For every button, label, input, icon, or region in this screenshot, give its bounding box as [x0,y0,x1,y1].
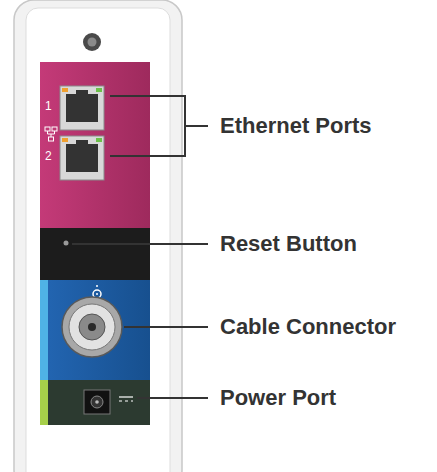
port-number: 1 [45,100,52,113]
callout-label: Power Port [220,386,336,410]
callout-label: Ethernet Ports [220,114,372,138]
housing-face [26,8,170,472]
power-panel [40,380,150,425]
leader-line [185,125,208,127]
bracket [110,96,185,156]
port-number: 2 [45,150,52,163]
leader-line [124,326,208,328]
ethernet-panel [40,62,150,228]
housing [14,0,182,472]
screw-center [88,38,97,47]
power-stripe [40,380,48,425]
callout-label: Cable Connector [220,315,396,339]
leader-line [72,243,208,245]
reset-hole [64,241,69,246]
cable-panel [40,280,150,380]
ethernet-port [60,136,104,180]
callout-label: Reset Button [220,232,357,256]
ethernet-port [60,86,104,130]
power-jack [84,390,110,414]
leader-line [137,397,208,399]
network-icon [45,127,57,141]
coax-icon [93,285,101,298]
reset-panel [40,228,150,280]
cable-stripe [40,280,48,380]
screw [83,33,101,51]
coax-connector [62,297,122,357]
leader-lines [72,96,208,398]
dc-symbol [119,397,133,401]
